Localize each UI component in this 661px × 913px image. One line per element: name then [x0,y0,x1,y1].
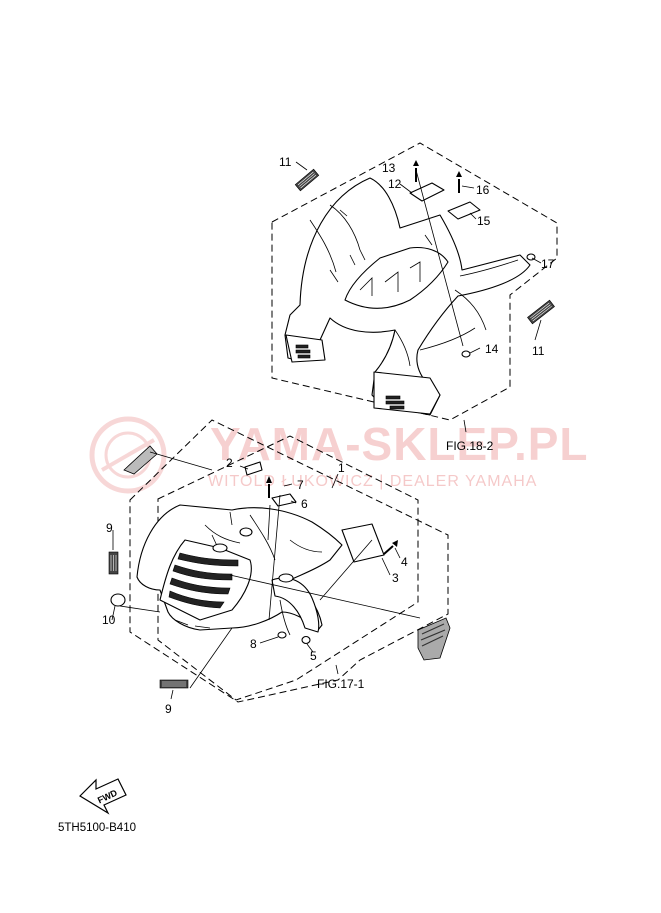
grommet-5 [301,635,311,645]
callout-16: 16 [476,183,490,197]
callout-17: 17 [541,257,555,271]
rivet-7 [266,476,272,498]
callout-9-lower: 9 [165,702,172,716]
pad-15 [447,201,481,220]
pad-6 [271,493,297,507]
callout-6: 6 [301,497,308,511]
pad-2 [244,461,263,476]
watermark: YAMA-SKLEP.PL WITOLD ŁUKOWICZ | DEALER Y… [89,416,589,494]
callout-13: 13 [382,161,396,175]
grommet-8 [277,631,287,639]
watermark-subtitle: WITOLD ŁUKOWICZ | DEALER YAMAHA [208,473,537,490]
panel-3 [341,523,385,563]
fwd-arrow-icon: FWD [79,778,127,815]
callout-7: 7 [297,478,304,492]
diagram-code: 5TH5100-B410 [58,822,136,834]
rear-fender-assembly [271,142,558,433]
callout-12: 12 [388,177,402,191]
callout-1: 1 [338,461,345,475]
emblem-decal-front-lower [159,679,189,689]
emblem-decal-rear-left [294,168,320,192]
callout-11-upper: 11 [279,155,292,169]
figure-ref-front: FIG.17-1 [317,677,365,691]
callout-2: 2 [226,456,233,470]
callout-9-upper: 9 [106,521,113,535]
pad-12 [409,182,445,202]
emblem-decal-front-upper [108,551,119,575]
callout-8: 8 [250,637,257,651]
front-right-wheel-arch [271,577,320,633]
callout-11-lower: 11 [532,344,545,358]
front-fender-boundary-outer [129,419,449,703]
callout-labels: 1 2 3 4 5 6 7 8 9 9 10 11 11 12 13 14 15… [102,155,555,716]
rivet-4 [383,540,398,555]
rear-left-flap [285,334,326,363]
reflector-10 [110,593,126,607]
rear-right-flap [373,371,441,415]
rivet-16 [456,171,462,193]
rear-fender-inner-tray [344,246,449,309]
callout-4: 4 [401,555,408,569]
callout-5: 5 [310,649,317,663]
callout-3: 3 [392,571,399,585]
decal-front-top [123,445,158,475]
decal-front-right [417,617,451,661]
grommet-14 [461,350,471,358]
emblem-decal-rear-right [527,299,555,325]
front-fender-assembly [108,419,451,703]
callout-14: 14 [485,342,499,356]
callout-10: 10 [102,613,116,627]
watermark-title: YAMA-SKLEP.PL [210,418,589,470]
front-fender-boundary-inner [157,435,419,701]
callout-15: 15 [477,214,491,228]
figure-ref-rear: FIG.18-2 [446,439,494,453]
rear-fender-boundary [271,142,558,421]
